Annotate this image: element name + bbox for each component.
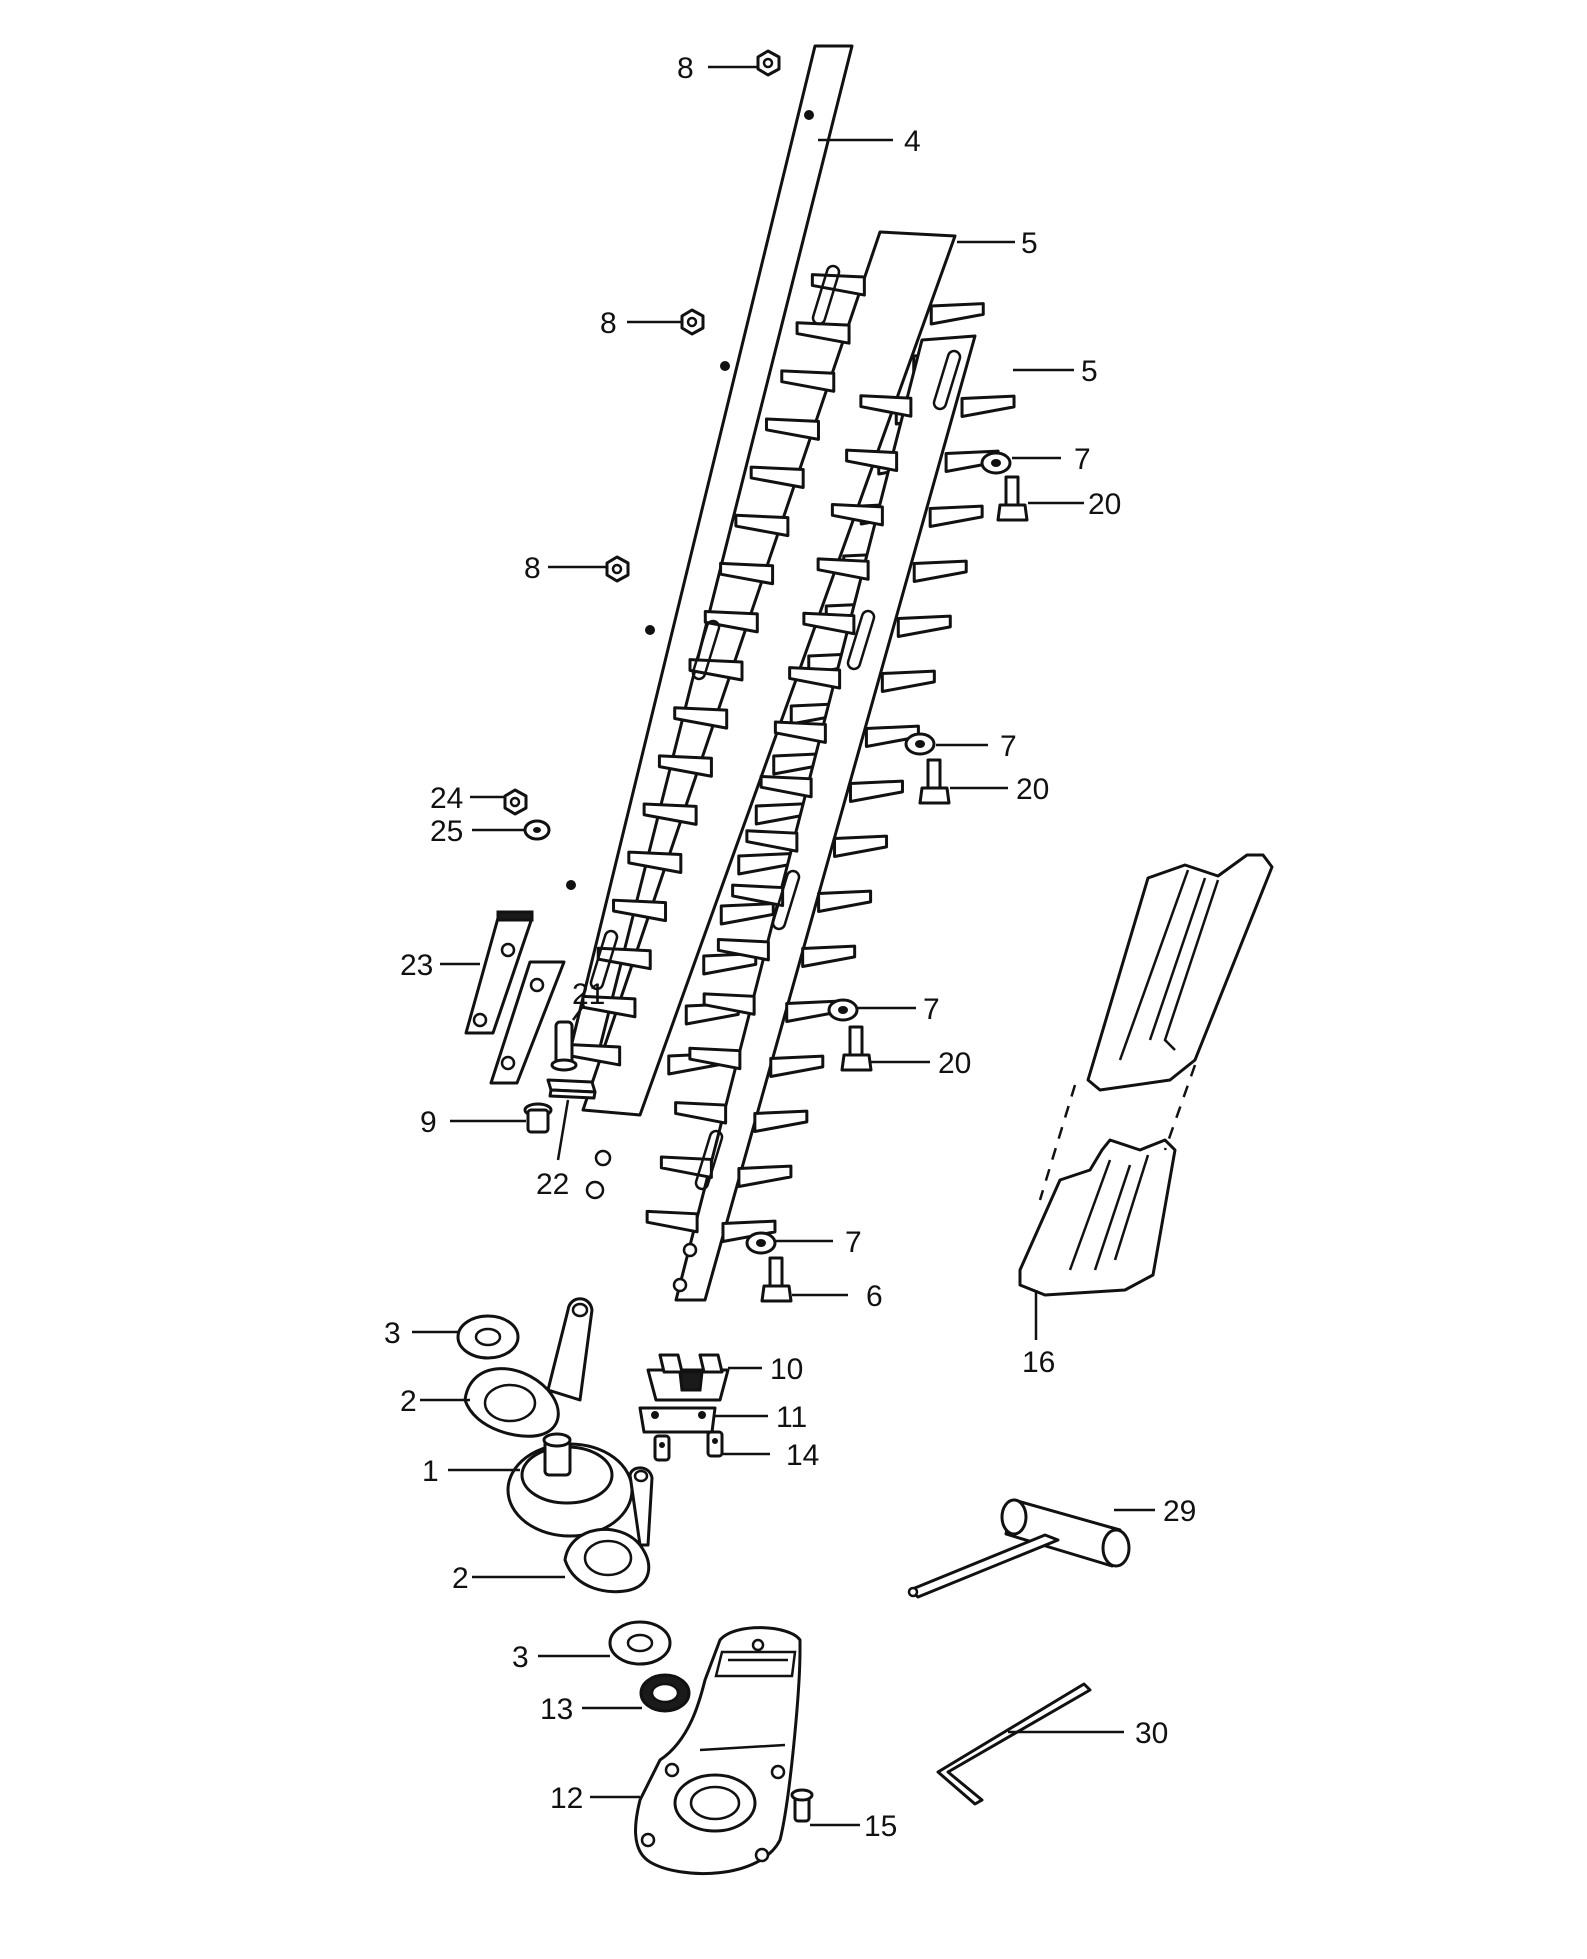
- callout-1: 1: [422, 1455, 439, 1488]
- callout-13: 13: [540, 1693, 573, 1726]
- callout-5: 5: [1081, 355, 1098, 388]
- guide-block-part-10: [646, 1353, 730, 1402]
- callout-14: 14: [786, 1439, 819, 1472]
- callout-8: 8: [677, 52, 694, 85]
- bolt-part-20-b: [918, 758, 951, 805]
- t-wrench-part-29: [907, 1498, 1131, 1599]
- callout-16: 16: [1022, 1346, 1055, 1379]
- callout-20: 20: [1088, 488, 1121, 521]
- washer-part-7-d: [745, 1231, 777, 1255]
- bolt-part-20-a: [996, 475, 1029, 522]
- key-part-22: [546, 1078, 597, 1100]
- hex-key-part-30: [936, 1682, 1092, 1806]
- crank-lever-part-2-lower: [563, 1466, 654, 1594]
- callout-3: 3: [512, 1641, 529, 1674]
- blade-cover-part-16: [1018, 853, 1274, 1297]
- callout-4: 4: [904, 125, 921, 158]
- nut-part-24: [503, 788, 528, 816]
- callout-3: 3: [384, 1317, 401, 1350]
- washer-part-25: [523, 819, 551, 841]
- callout-labels: 8 4 5 8 5 7 20 8 7 20 24 25 23 21 7 20 9…: [384, 52, 1196, 1843]
- callout-7: 7: [1074, 443, 1091, 476]
- blade-part-5-front: [645, 334, 1016, 1302]
- crank-gear-part-1: [506, 1432, 634, 1538]
- callout-8: 8: [524, 552, 541, 585]
- callout-24: 24: [430, 782, 463, 815]
- callout-7: 7: [1000, 730, 1017, 763]
- callout-2: 2: [400, 1385, 417, 1418]
- washer-part-7-b: [904, 732, 936, 756]
- screw-part-14-left: [653, 1434, 671, 1462]
- callout-20: 20: [938, 1047, 971, 1080]
- bolt-part-20-c: [840, 1025, 873, 1072]
- callout-11: 11: [776, 1401, 807, 1434]
- nut-part-8-low: [605, 555, 630, 583]
- callout-15: 15: [864, 1810, 897, 1843]
- callout-22: 22: [536, 1168, 569, 1201]
- callout-29: 29: [1163, 1495, 1196, 1528]
- bolt-part-9: [523, 1102, 553, 1134]
- callout-6: 6: [866, 1280, 883, 1313]
- pin-part-21: [550, 1020, 578, 1072]
- bracket-part-23: [464, 910, 534, 1035]
- gear-case-part-12: [634, 1626, 802, 1876]
- washer-part-3-lower: [608, 1620, 672, 1666]
- bracket-plate-lower: [489, 960, 566, 1085]
- callout-9: 9: [420, 1106, 437, 1139]
- callout-12: 12: [550, 1782, 583, 1815]
- callout-21: 21: [572, 978, 605, 1011]
- bolt-part-6: [760, 1256, 793, 1303]
- screw-part-14-right: [706, 1430, 724, 1458]
- callout-7: 7: [845, 1226, 862, 1259]
- nut-part-8-mid: [680, 308, 705, 336]
- bearing-part-13: [639, 1673, 691, 1713]
- callout-23: 23: [400, 949, 433, 982]
- callout-8: 8: [600, 307, 617, 340]
- washer-part-3-upper: [456, 1314, 520, 1360]
- callout-30: 30: [1135, 1717, 1168, 1750]
- washer-part-7-a: [980, 451, 1012, 475]
- callout-2: 2: [452, 1562, 469, 1595]
- callout-10: 10: [770, 1353, 803, 1386]
- screw-part-15: [790, 1788, 814, 1823]
- crank-lever-part-2-upper: [463, 1297, 594, 1438]
- callout-7: 7: [923, 993, 940, 1026]
- plate-part-11: [638, 1406, 717, 1434]
- washer-part-7-c: [827, 998, 859, 1022]
- leader-lines: [412, 65, 1155, 1827]
- callout-5: 5: [1021, 227, 1038, 260]
- callout-20: 20: [1016, 773, 1049, 806]
- nut-part-8-top: [756, 49, 781, 77]
- callout-25: 25: [430, 815, 463, 848]
